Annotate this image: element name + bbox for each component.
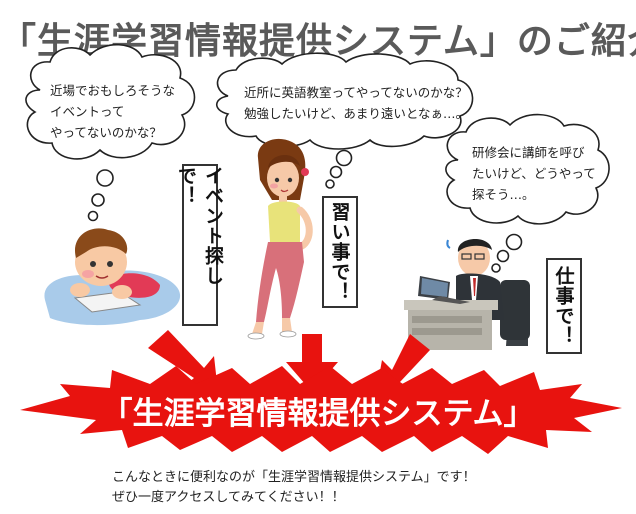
arrow-down-left: [148, 330, 218, 392]
label-lesson: 習い事で！: [322, 196, 358, 308]
banner-title: 「生涯学習情報提供システム」: [101, 396, 535, 432]
thought-bubble-left: [25, 43, 196, 222]
bubble-text-middle: 近所に英語教室ってやってないのかな？ 勉強したいけど、あまり遠いとなぁ…。: [244, 82, 468, 124]
bubble-line: 研修会に講師を呼び: [472, 145, 585, 160]
bubble-line: 探そう…。: [472, 187, 535, 202]
bubble-line: 近場でおもしろそうな: [50, 83, 176, 98]
bubble-line: 近所に英語教室ってやってないのかな？: [244, 85, 468, 100]
bubble-text-left: 近場でおもしろそうな イベントって やってないのかな？: [50, 80, 175, 143]
banner-burst: [20, 366, 622, 454]
girl-figure: [247, 138, 313, 340]
footer-line-2: ぜひ一度アクセスしてみてください！！: [112, 490, 345, 505]
bubble-line: 勉強したいけど、あまり遠いとなぁ…。: [244, 106, 469, 121]
arrow-down-middle: [286, 334, 338, 392]
bubble-line: イベントって: [50, 104, 125, 119]
label-work: 仕事で！: [546, 258, 582, 354]
bubble-line: たいけど、どうやって: [472, 166, 596, 181]
thought-bubble-middle: [215, 52, 474, 189]
bubble-text-right: 研修会に講師を呼び たいけど、どうやって 探そう…。: [472, 142, 596, 205]
businessman-figure: [404, 238, 530, 350]
label-event-search: イベント探しで！: [175, 164, 224, 326]
thought-bubble-right: [445, 113, 610, 273]
footer-line-1: こんなときに便利なのが「生涯学習情報提供システム」です！: [112, 470, 476, 485]
child-figure: [44, 228, 181, 326]
bubble-line: やってないのかな？: [50, 125, 162, 140]
